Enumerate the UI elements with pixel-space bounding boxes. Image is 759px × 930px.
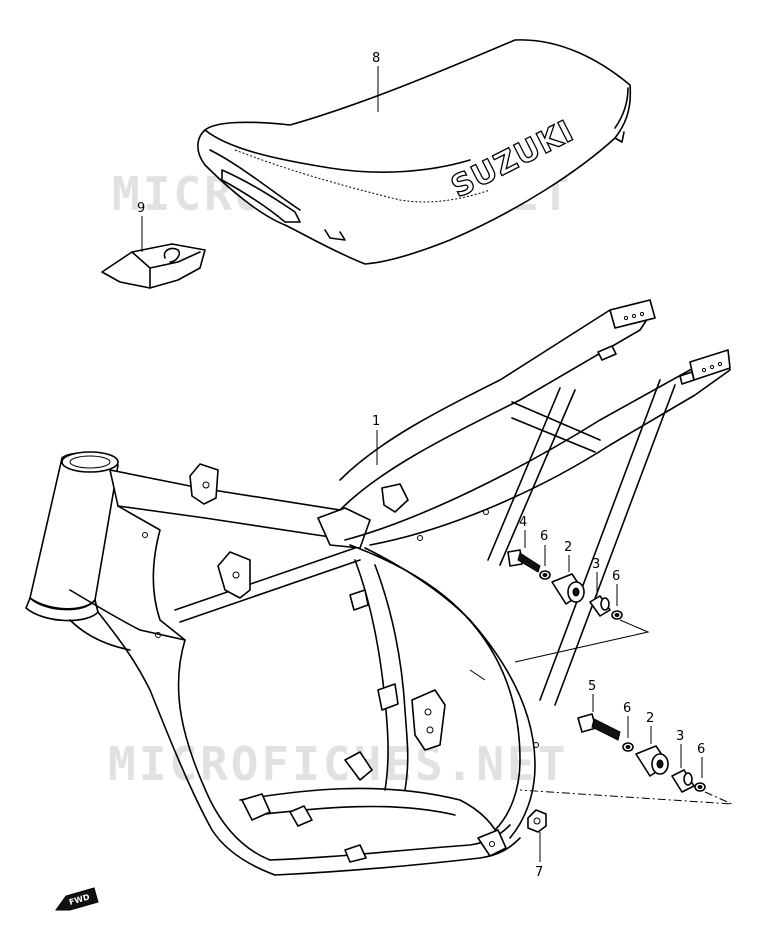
washer-lower-right	[694, 782, 706, 792]
callout-4-bolt-upper: 4	[519, 515, 527, 530]
callout-6-washer-upper-right: 6	[612, 569, 620, 584]
callout-5-bolt-lower: 5	[588, 679, 596, 694]
callout-2-cushion-lower: 2	[646, 711, 654, 726]
bolt-lower	[577, 713, 621, 741]
washer-upper-left	[539, 570, 551, 580]
bolt-upper	[507, 549, 541, 573]
washer-lower-left	[622, 742, 634, 752]
cushion-upper	[551, 573, 585, 605]
tool-pouch	[101, 243, 206, 289]
spacer-upper	[589, 595, 611, 617]
spacer-lower	[671, 769, 695, 793]
callout-6-washer-lower-left: 6	[623, 701, 631, 716]
seat: SUZUKI	[197, 39, 632, 265]
callout-6-washer-lower-right: 6	[697, 742, 705, 757]
callout-6-washer-upper-left: 6	[540, 529, 548, 544]
callout-3-spacer-upper: 3	[592, 557, 600, 572]
motorcycle-frame	[25, 299, 731, 876]
callout-3-spacer-lower: 3	[676, 729, 684, 744]
fwd-arrow-marker: FWD	[55, 887, 99, 911]
callout-7-nut: 7	[535, 865, 543, 880]
washer-upper-right	[611, 610, 623, 620]
callout-1-frame: 1	[372, 414, 380, 429]
pointer-lower	[519, 789, 733, 805]
cushion-lower	[635, 745, 669, 777]
callout-9-pouch: 9	[137, 201, 145, 216]
pointer-upper	[514, 619, 650, 663]
pointer-upper-tick	[469, 669, 486, 681]
nut	[527, 809, 547, 833]
callout-8-seat: 8	[372, 51, 380, 66]
watermark-bottom: MICROFICHES.NET	[108, 737, 568, 791]
callout-2-cushion-upper: 2	[564, 540, 572, 555]
